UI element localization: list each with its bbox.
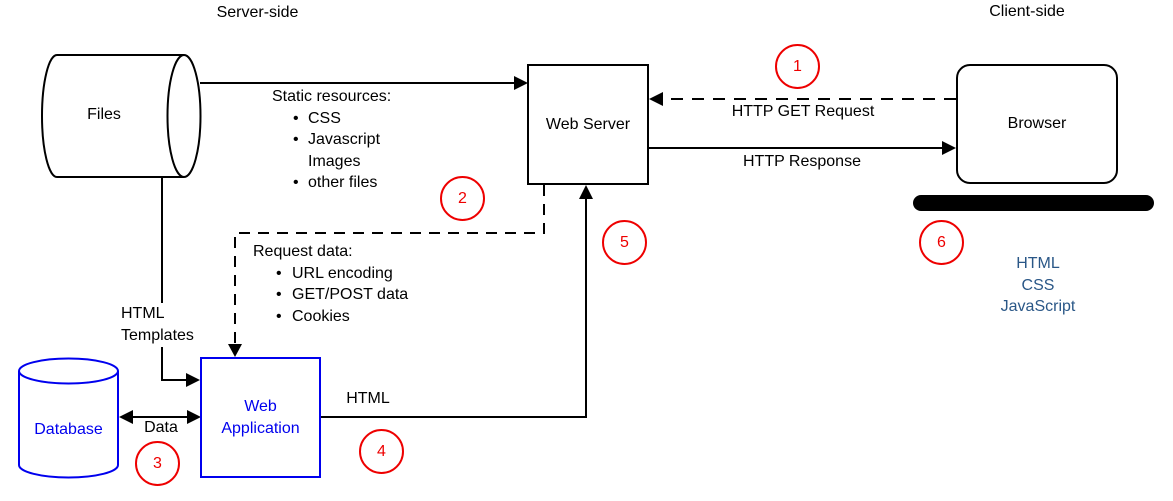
static-resources-item-text: Images: [308, 152, 361, 170]
static-resources-item: • CSS: [272, 108, 391, 130]
web-server-node: Web Server: [527, 64, 649, 185]
database-node-label: Database: [34, 421, 103, 438]
step-circle-4: 4: [359, 429, 404, 474]
static-resources-block: Static resources: • CSS • Javascript Ima…: [272, 86, 391, 194]
client-side-title: Client-side: [989, 3, 1065, 20]
request-data-item-text: GET/POST data: [292, 286, 409, 303]
server-side-title: Server-side: [216, 4, 299, 21]
web-application-label-line1: Web: [244, 397, 277, 415]
step-number: 4: [377, 442, 386, 460]
web-application-node: Web Application: [200, 357, 321, 478]
client-output-line: JavaScript: [1000, 298, 1076, 315]
step-number: 3: [153, 454, 162, 472]
step-circle-1: 1: [775, 44, 820, 89]
request-data-arrowhead: [228, 344, 242, 357]
client-output-text: HTML CSS JavaScript: [957, 253, 1119, 318]
files-to-webserver-arrowhead: [514, 76, 528, 90]
bullet-icon: •: [276, 286, 282, 303]
bullet-icon: •: [276, 307, 282, 325]
static-resources-item-text: Javascript: [308, 131, 381, 148]
html-label: HTML: [346, 390, 390, 407]
bullet-icon: •: [276, 264, 282, 282]
laptop-base-bar: [913, 195, 1154, 211]
bullet-icon: •: [293, 174, 299, 191]
browser-label: Browser: [1007, 115, 1067, 132]
bullet-icon: •: [293, 109, 299, 127]
html-templates-line1: HTML: [121, 305, 165, 322]
client-output-line: HTML: [1016, 255, 1060, 272]
web-application-label-line2: Application: [221, 419, 300, 437]
step-circle-3: 3: [135, 441, 180, 486]
step-number: 6: [937, 233, 946, 251]
step-circle-2: 2: [440, 176, 485, 221]
step-circle-6: 6: [919, 220, 964, 265]
files-node-label: Files: [87, 106, 121, 123]
step-number: 2: [458, 189, 467, 207]
html-templates-label: HTML Templates: [119, 303, 205, 347]
static-resources-item-text: CSS: [308, 109, 341, 127]
get-request-arrowhead: [649, 92, 663, 106]
data-arrowhead-right: [187, 410, 201, 424]
html-templates-line2: Templates: [121, 327, 194, 344]
request-data-item: • URL encoding: [253, 263, 408, 285]
response-arrowhead: [942, 141, 956, 155]
files-to-webapp-arrowhead: [186, 373, 200, 387]
static-resources-title: Static resources:: [272, 88, 392, 105]
files-to-webapp-line: [161, 177, 188, 381]
browser-node: Browser: [956, 64, 1118, 184]
request-data-item: • Cookies: [253, 306, 408, 328]
data-label: Data: [144, 419, 178, 436]
files-cylinder-body: [41, 54, 184, 178]
request-data-block: Request data: • URL encoding • GET/POST …: [253, 241, 408, 327]
http-get-request-label: HTTP GET Request: [731, 103, 875, 120]
html-to-webserver-line: [320, 197, 587, 418]
database-cylinder-body: [18, 371, 119, 479]
request-data-item-text: URL encoding: [292, 264, 393, 282]
request-data-dashed-line: [234, 185, 545, 346]
step-number: 5: [620, 233, 629, 251]
step-circle-5: 5: [602, 220, 647, 265]
request-data-item: • GET/POST data: [253, 284, 408, 306]
static-resources-item: • Javascript: [272, 129, 391, 151]
client-output-line: CSS: [1021, 276, 1055, 294]
static-resources-item: • other files: [272, 172, 391, 194]
files-cylinder-cap: [166, 54, 202, 178]
request-data-item-text: Cookies: [292, 307, 350, 325]
bullet-icon: •: [293, 131, 299, 148]
static-resources-item: Images: [272, 151, 391, 173]
html-to-webserver-arrowhead: [579, 185, 593, 199]
data-arrowhead-left: [119, 410, 133, 424]
step-number: 1: [793, 57, 802, 75]
request-data-title: Request data:: [253, 243, 353, 260]
http-response-label: HTTP Response: [743, 153, 861, 170]
database-cylinder-cap: [18, 357, 119, 385]
web-server-label: Web Server: [545, 115, 631, 133]
static-resources-item-text: other files: [308, 174, 378, 191]
